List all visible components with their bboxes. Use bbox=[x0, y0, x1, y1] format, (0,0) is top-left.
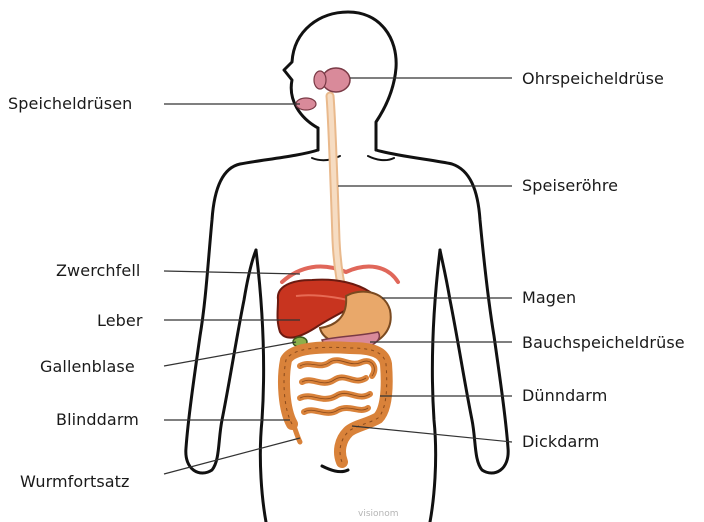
label-wurmfortsatz: Wurmfortsatz bbox=[20, 473, 130, 491]
label-magen: Magen bbox=[522, 289, 576, 307]
label-speiseroehre: Speiseröhre bbox=[522, 177, 618, 195]
small-intestine-shape bbox=[300, 360, 374, 413]
label-gallenblase: Gallenblase bbox=[40, 358, 135, 376]
label-bauchspeicheldruese: Bauchspeicheldrüse bbox=[522, 334, 685, 352]
label-duenndarm: Dünndarm bbox=[522, 387, 607, 405]
label-leber: Leber bbox=[97, 312, 143, 330]
watermark: visionom bbox=[358, 509, 399, 519]
label-blinddarm: Blinddarm bbox=[56, 411, 139, 429]
label-zwerchfell: Zwerchfell bbox=[56, 262, 140, 280]
label-dickdarm: Dickdarm bbox=[522, 433, 599, 451]
label-ohrspeicheldruese: Ohrspeicheldrüse bbox=[522, 70, 664, 88]
label-speicheldruesen: Speicheldrüsen bbox=[8, 95, 132, 113]
